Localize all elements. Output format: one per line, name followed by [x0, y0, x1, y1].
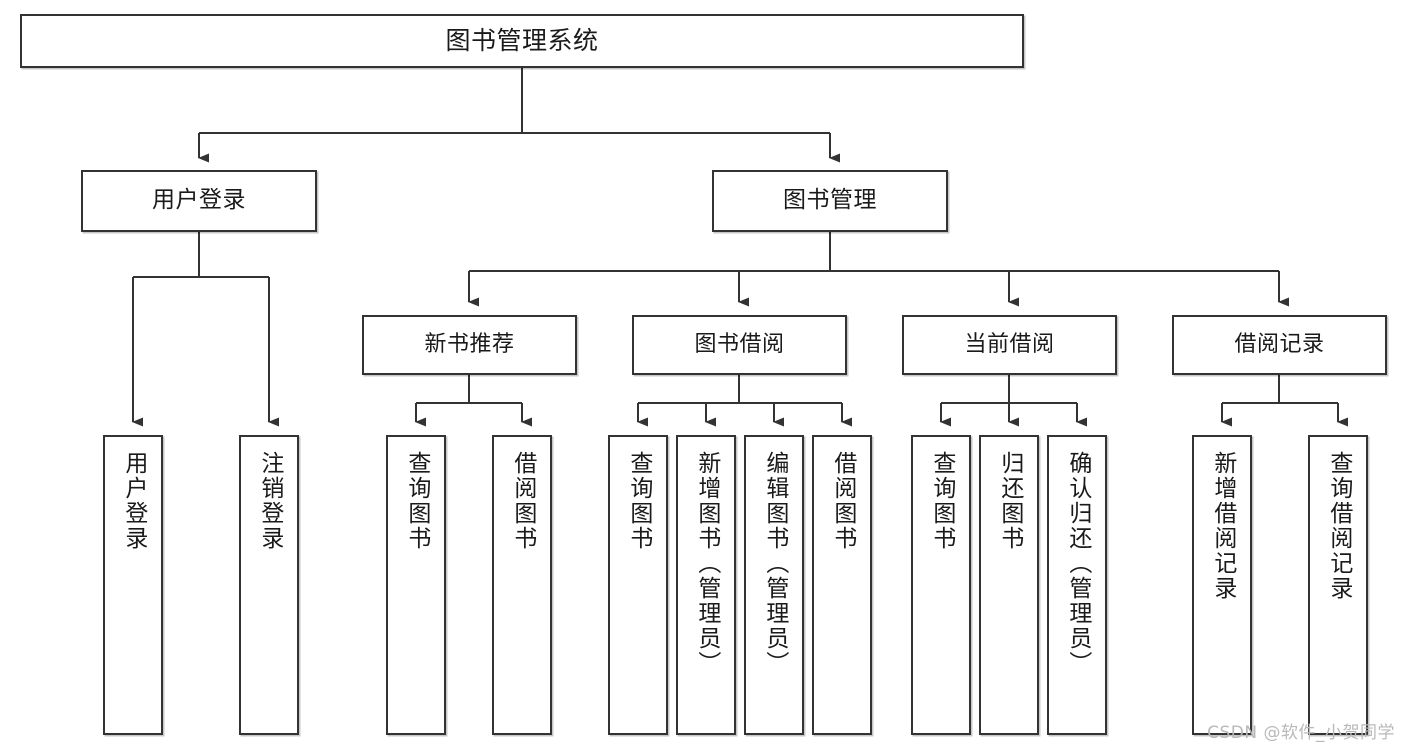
node-leaf-book-borrow-edit-label: 编辑图书（管理员）: [761, 451, 788, 676]
node-leaf-current-borrow-query-label: 查询图书: [928, 451, 955, 551]
node-book-management-label: 图书管理: [783, 187, 877, 214]
node-leaf-new-book-query[interactable]: 查询图书: [386, 435, 446, 735]
node-book-borrow-label: 图书借阅: [694, 331, 785, 357]
node-leaf-user-login-login-label: 用户登录: [120, 451, 147, 551]
node-leaf-user-login-logout[interactable]: 注销登录: [239, 435, 299, 735]
node-book-management[interactable]: 图书管理: [712, 170, 948, 232]
node-leaf-current-borrow-return-label: 归还图书: [996, 451, 1023, 551]
node-root-label: 图书管理系统: [445, 26, 599, 55]
node-leaf-current-borrow-query[interactable]: 查询图书: [911, 435, 971, 735]
node-new-book-recommend-label: 新书推荐: [424, 331, 515, 357]
node-leaf-borrow-record-add[interactable]: 新增借阅记录: [1192, 435, 1252, 735]
node-new-book-recommend[interactable]: 新书推荐: [362, 315, 577, 375]
node-leaf-new-book-borrow-label: 借阅图书: [509, 451, 536, 551]
node-leaf-book-borrow-query[interactable]: 查询图书: [608, 435, 668, 735]
node-leaf-book-borrow-borrow-label: 借阅图书: [829, 451, 856, 551]
node-leaf-borrow-record-query-label: 查询借阅记录: [1325, 451, 1352, 601]
node-user-login-label: 用户登录: [152, 187, 246, 214]
node-root-book-management-system[interactable]: 图书管理系统: [20, 14, 1024, 68]
node-leaf-book-borrow-edit[interactable]: 编辑图书（管理员）: [744, 435, 804, 735]
node-leaf-borrow-record-query[interactable]: 查询借阅记录: [1308, 435, 1368, 735]
node-user-login[interactable]: 用户登录: [81, 170, 317, 232]
node-leaf-user-login-logout-label: 注销登录: [256, 451, 283, 551]
csdn-watermark: CSDN @软件_小贺同学: [1207, 723, 1395, 743]
node-borrow-records[interactable]: 借阅记录: [1172, 315, 1387, 375]
node-leaf-user-login-login[interactable]: 用户登录: [103, 435, 163, 735]
node-leaf-new-book-query-label: 查询图书: [403, 451, 430, 551]
node-leaf-book-borrow-query-label: 查询图书: [625, 451, 652, 551]
node-current-borrow[interactable]: 当前借阅: [902, 315, 1117, 375]
node-leaf-borrow-record-add-label: 新增借阅记录: [1209, 451, 1236, 601]
node-current-borrow-label: 当前借阅: [964, 331, 1055, 357]
node-leaf-book-borrow-add[interactable]: 新增图书（管理员）: [676, 435, 736, 735]
node-leaf-current-borrow-return[interactable]: 归还图书: [979, 435, 1039, 735]
node-borrow-records-label: 借阅记录: [1234, 331, 1325, 357]
node-leaf-new-book-borrow[interactable]: 借阅图书: [492, 435, 552, 735]
node-leaf-book-borrow-add-label: 新增图书（管理员）: [693, 451, 720, 676]
node-book-borrow[interactable]: 图书借阅: [632, 315, 847, 375]
node-leaf-current-borrow-confirm-return[interactable]: 确认归还（管理员）: [1047, 435, 1107, 735]
node-leaf-current-borrow-confirm-return-label: 确认归还（管理员）: [1064, 451, 1091, 676]
node-leaf-book-borrow-borrow[interactable]: 借阅图书: [812, 435, 872, 735]
